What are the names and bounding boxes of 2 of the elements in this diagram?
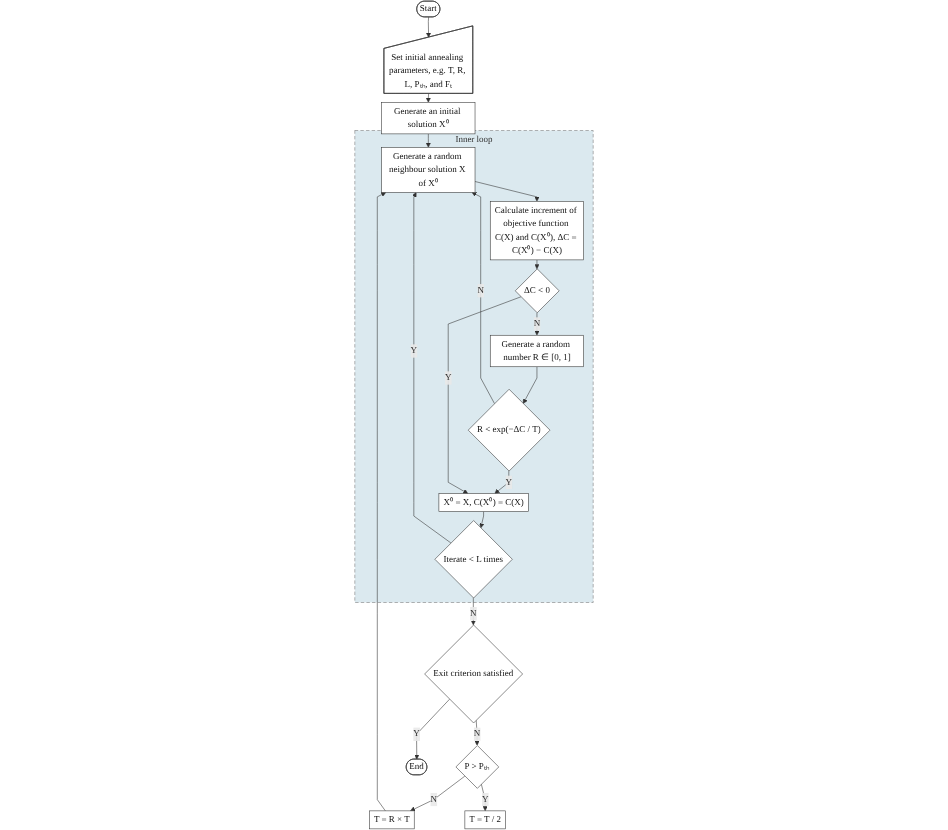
arrow xyxy=(534,259,540,270)
arrow xyxy=(425,93,431,103)
